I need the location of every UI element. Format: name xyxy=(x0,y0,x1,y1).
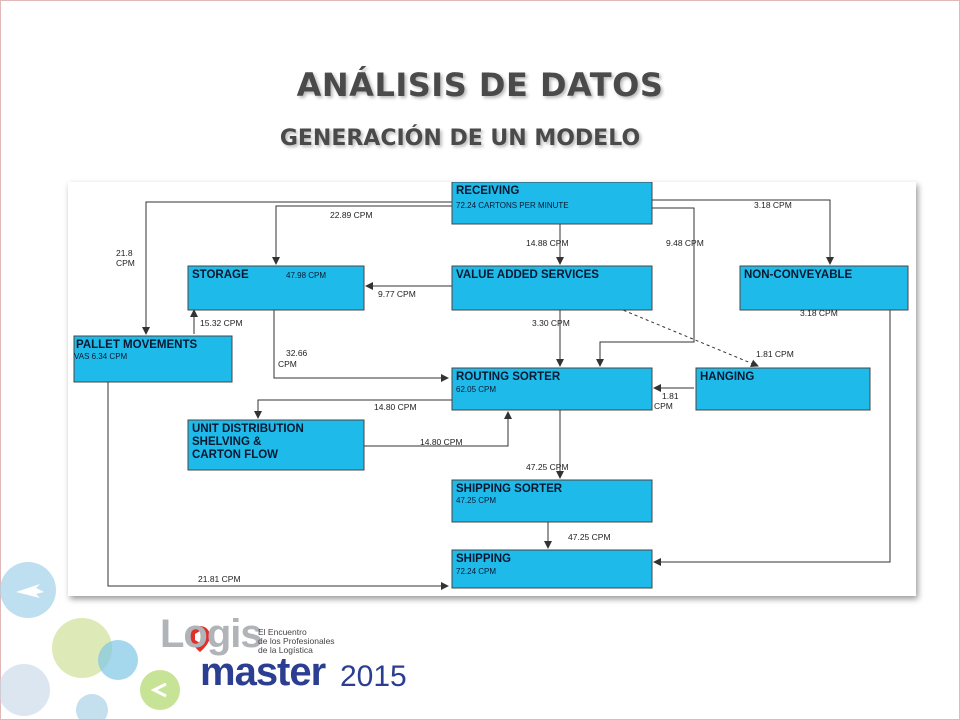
logo-tagline: El Encuentro de los Profesionales de la … xyxy=(258,628,378,655)
label-recv-pallet-unit: CPM xyxy=(116,258,135,268)
edge-routing-unit xyxy=(254,399,452,419)
node-storage: STORAGE 47.98 CPM xyxy=(187,265,365,311)
slide-title: ANÁLISIS DE DATOS xyxy=(296,66,664,104)
nodes: RECEIVING 72.24 CARTONS PER MINUTE STORA… xyxy=(73,182,909,589)
label-vas-storage: 9.77 CPM xyxy=(378,289,416,299)
node-routing-sorter: ROUTING SORTER 62.05 CPM xyxy=(451,367,653,411)
small-circle-icon xyxy=(76,694,108,720)
label-vas-hanging: 1.81 CPM xyxy=(756,349,794,359)
logo-tagline-line-3: de la Logística xyxy=(258,645,313,655)
label-storage-routing-unit: CPM xyxy=(278,359,297,369)
label-recv-routing: 9.48 CPM xyxy=(666,238,704,248)
label-recv-vas: 14.88 CPM xyxy=(526,238,569,248)
node-unit-distribution: UNIT DISTRIBUTION SHELVING & CARTON FLOW xyxy=(187,419,365,471)
node-pallet-movements: PALLET MOVEMENTS VAS 6.34 CPM xyxy=(73,335,233,383)
logo-logis: Logis xyxy=(160,612,263,656)
plane-icon xyxy=(16,584,44,598)
node-routing-sub: 62.05 CPM xyxy=(456,385,496,394)
node-hanging-title: HANGING xyxy=(700,371,754,383)
label-hanging-routing-value: 1.81 xyxy=(662,391,679,401)
edge-receiving-pallet xyxy=(142,201,452,335)
node-non-conveyable: NON-CONVEYABLE xyxy=(739,265,909,311)
edge-receiving-nonconv xyxy=(652,199,834,265)
node-value-added-services: VALUE ADDED SERVICES xyxy=(451,265,653,311)
label-recv-nonconv: 3.18 CPM xyxy=(754,200,792,210)
node-pallet-title: PALLET MOVEMENTS xyxy=(76,339,198,351)
node-hanging: HANGING xyxy=(695,367,871,411)
edge-vas-hanging xyxy=(617,307,759,368)
edge-nonconv-shipping xyxy=(653,310,891,566)
node-storage-sub: 47.98 CPM xyxy=(286,271,326,280)
decorative-circles xyxy=(0,562,210,720)
back-arrow-circle-icon xyxy=(140,670,180,710)
label-shipsorter-shipping: 47.25 CPM xyxy=(568,532,611,542)
node-nonconv-title: NON-CONVEYABLE xyxy=(744,269,853,281)
label-vas-routing: 3.30 CPM xyxy=(532,318,570,328)
node-shipsorter-sub: 47.25 CPM xyxy=(456,496,496,505)
node-shipping-title: SHIPPING xyxy=(456,553,511,565)
edge-receiving-routing xyxy=(596,207,695,367)
node-vas-title: VALUE ADDED SERVICES xyxy=(456,269,599,281)
back-arrow-icon xyxy=(150,682,167,698)
chat-circle-icon xyxy=(98,640,138,680)
node-routing-title: ROUTING SORTER xyxy=(456,371,561,383)
node-receiving: RECEIVING 72.24 CARTONS PER MINUTE xyxy=(451,182,653,225)
edge-pallet-shipping xyxy=(107,380,449,590)
hand-circle-icon xyxy=(0,664,50,716)
label-routing-unit: 14.80 CPM xyxy=(374,402,417,412)
label-pallet-storage: 15.32 CPM xyxy=(200,318,243,328)
label-storage-routing-value: 32.66 xyxy=(286,348,308,358)
label-nonconv-shipping: 3.18 CPM xyxy=(800,308,838,318)
node-unit-line-1: UNIT DISTRIBUTION xyxy=(192,423,304,435)
box-circle-icon xyxy=(52,618,112,678)
label-routing-shipsorter: 47.25 CPM xyxy=(526,462,569,472)
node-storage-title: STORAGE xyxy=(192,269,249,281)
logo-cube-icon xyxy=(195,631,205,643)
node-shipping-sorter: SHIPPING SORTER 47.25 CPM xyxy=(451,479,653,523)
node-unit-line-3: CARTON FLOW xyxy=(192,449,278,461)
edge-unit-routing xyxy=(364,411,512,447)
label-hanging-routing-unit: CPM xyxy=(654,401,673,411)
logo-year: 2015 xyxy=(340,660,407,693)
logo-master: master xyxy=(200,650,326,694)
label-recv-storage: 22.89 CPM xyxy=(330,210,373,220)
edge-labels: 22.89 CPM 21.8 CPM 14.88 CPM 9.48 CPM 3.… xyxy=(116,200,838,584)
node-shipsorter-title: SHIPPING SORTER xyxy=(456,483,563,495)
node-shipping-sub: 72.24 CPM xyxy=(456,567,496,576)
flow-diagram-svg: RECEIVING 72.24 CARTONS PER MINUTE STORA… xyxy=(73,182,909,590)
edge-storage-routing xyxy=(273,310,449,382)
flow-diagram: RECEIVING 72.24 CARTONS PER MINUTE STORA… xyxy=(68,182,916,596)
logo-tagline-line-2: de los Profesionales xyxy=(258,636,335,646)
edge-receiving-storage xyxy=(272,205,452,265)
edges xyxy=(107,199,891,590)
slide-subtitle: GENERACIÓN DE UN MODELO xyxy=(279,126,641,151)
label-pallet-shipping: 21.81 CPM xyxy=(198,574,241,584)
node-pallet-sub: VAS 6.34 CPM xyxy=(74,352,128,361)
node-receiving-sub: 72.24 CARTONS PER MINUTE xyxy=(456,201,569,210)
label-recv-pallet-value: 21.8 xyxy=(116,248,133,258)
node-unit-line-2: SHELVING & xyxy=(192,436,261,448)
node-shipping: SHIPPING 72.24 CPM xyxy=(451,549,653,589)
logo-tagline-line-1: El Encuentro xyxy=(258,627,307,637)
node-receiving-title: RECEIVING xyxy=(456,185,519,197)
label-unit-routing: 14.80 CPM xyxy=(420,437,463,447)
